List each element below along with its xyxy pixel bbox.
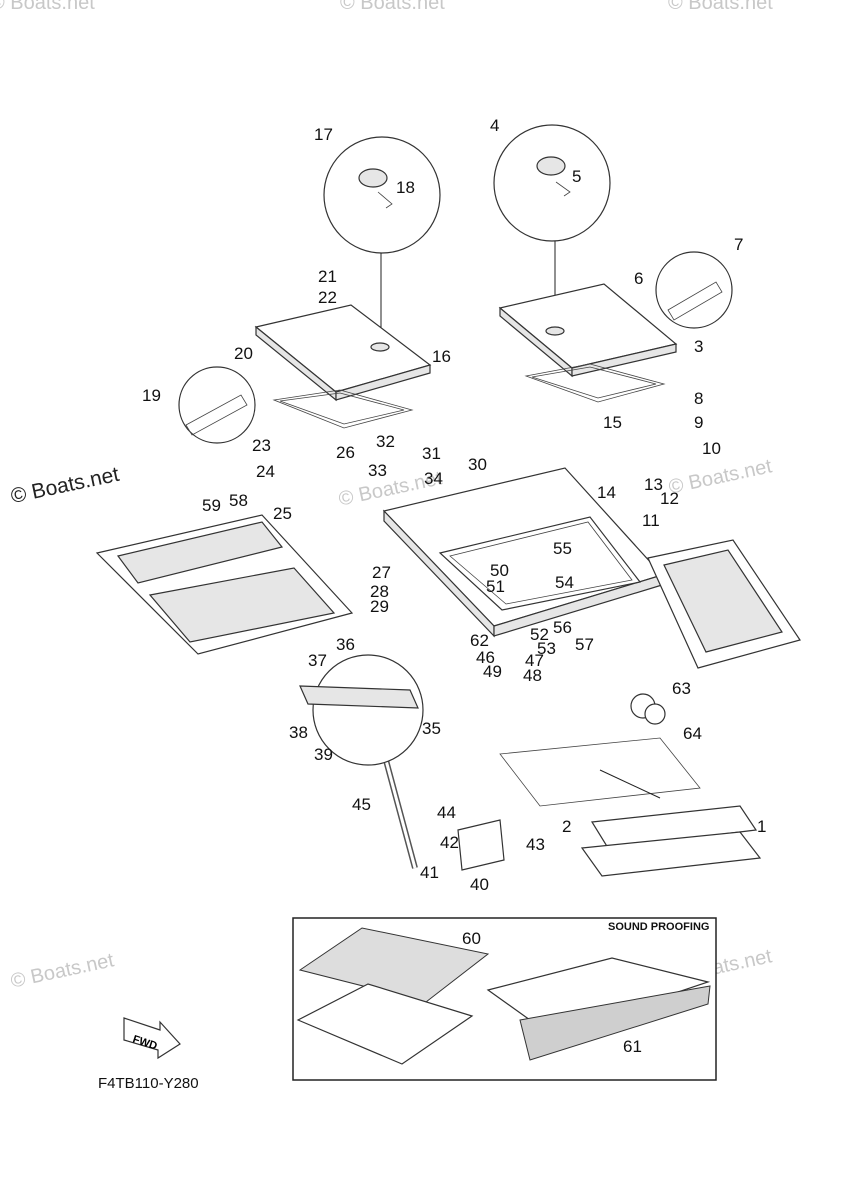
callout-58: 58 xyxy=(229,491,248,510)
callout-33: 33 xyxy=(368,461,387,480)
callout-57: 57 xyxy=(575,635,594,654)
hatch-lid-left xyxy=(254,304,432,429)
callout-43: 43 xyxy=(526,835,545,854)
callout-20: 20 xyxy=(234,344,253,363)
callout-40: 40 xyxy=(470,875,489,894)
callout-15: 15 xyxy=(603,413,622,432)
strut-detail-circle xyxy=(312,654,424,766)
callout-18: 18 xyxy=(396,178,415,197)
callout-12: 12 xyxy=(660,489,679,508)
callout-27: 27 xyxy=(372,563,391,582)
watermark-top-center: © Boats.net xyxy=(340,0,445,14)
callout-34: 34 xyxy=(424,469,443,488)
callout-7: 7 xyxy=(734,235,743,254)
callout-19: 19 xyxy=(142,386,161,405)
callout-35: 35 xyxy=(422,719,441,738)
callout-51: 51 xyxy=(486,577,505,596)
callout-44: 44 xyxy=(437,803,456,822)
callout-49: 49 xyxy=(483,662,502,681)
callout-42: 42 xyxy=(440,833,459,852)
callout-23: 23 xyxy=(252,436,271,455)
open-hatch-right xyxy=(647,539,801,669)
callout-52: 52 xyxy=(530,625,549,644)
detail-circle-right xyxy=(493,124,611,330)
callout-30: 30 xyxy=(468,455,487,474)
callout-10: 10 xyxy=(702,439,721,458)
callout-41: 41 xyxy=(420,863,439,882)
callout-60: 60 xyxy=(462,929,481,948)
callout-46: 46 xyxy=(476,648,495,667)
callout-9: 9 xyxy=(694,413,703,432)
callout-22: 22 xyxy=(318,288,337,307)
callout-11: 11 xyxy=(642,511,660,530)
callout-31: 31 xyxy=(422,444,441,463)
callout-45: 45 xyxy=(352,795,371,814)
callout-21: 21 xyxy=(318,267,337,286)
callout-63: 63 xyxy=(672,679,691,698)
hatch-lid-right xyxy=(498,283,678,403)
deck-hatch xyxy=(499,737,762,877)
main-hatch-frame xyxy=(382,467,664,638)
callout-54: 54 xyxy=(555,573,574,592)
callout-17: 17 xyxy=(314,125,333,144)
callout-25: 25 xyxy=(273,504,292,523)
callout-14: 14 xyxy=(597,483,616,502)
callout-62: 62 xyxy=(470,631,489,650)
callout-26: 26 xyxy=(336,443,355,462)
callout-5: 5 xyxy=(572,167,581,186)
watermark-top-left: © Boats.net xyxy=(0,0,95,14)
sound-proofing-inset xyxy=(292,917,717,1081)
callout-36: 36 xyxy=(336,635,355,654)
callout-55: 55 xyxy=(553,539,572,558)
callout-47: 47 xyxy=(525,651,544,670)
hinge-detail-right xyxy=(655,251,733,329)
callout-48: 48 xyxy=(523,666,542,685)
callout-59: 59 xyxy=(202,496,221,515)
callout-24: 24 xyxy=(256,462,275,481)
callout-8: 8 xyxy=(694,389,703,408)
diagram-code: F4TB110-Y280 xyxy=(98,1075,199,1092)
callout-2: 2 xyxy=(562,817,571,836)
callout-4: 4 xyxy=(490,116,499,135)
storage-tray xyxy=(95,514,354,655)
callout-37: 37 xyxy=(308,651,327,670)
callout-28: 28 xyxy=(370,582,389,601)
inset-title: SOUND PROOFING xyxy=(608,921,710,933)
callout-39: 39 xyxy=(314,745,333,764)
callout-13: 13 xyxy=(644,475,663,494)
callout-61: 61 xyxy=(623,1037,642,1056)
callout-layer: 1234567891011121314151617181920212223242… xyxy=(142,116,766,1056)
callout-1: 1 xyxy=(757,817,766,836)
callout-32: 32 xyxy=(376,432,395,451)
callout-64: 64 xyxy=(683,724,702,743)
callout-3: 3 xyxy=(694,337,703,356)
callout-16: 16 xyxy=(432,347,451,366)
watermark-top-right: © Boats.net xyxy=(668,0,773,14)
callout-6: 6 xyxy=(634,269,643,288)
callout-38: 38 xyxy=(289,723,308,742)
fwd-arrow xyxy=(123,1017,181,1060)
bracket xyxy=(457,819,505,871)
callout-53: 53 xyxy=(537,639,556,658)
callout-56: 56 xyxy=(553,618,572,637)
hinge-detail-left xyxy=(178,366,256,444)
callout-50: 50 xyxy=(490,561,509,580)
callout-29: 29 xyxy=(370,597,389,616)
